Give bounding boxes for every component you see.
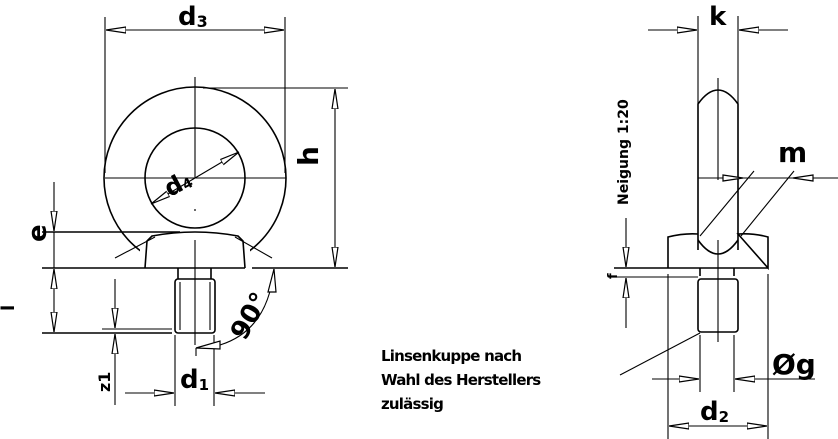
label-k: k <box>709 2 727 32</box>
label-slope: Neigung 1:20 <box>616 99 632 205</box>
label-d4: d4 <box>159 165 196 202</box>
label-d2: d2 <box>700 397 729 427</box>
label-d3: d3 <box>178 2 208 32</box>
collar <box>144 231 246 269</box>
front-view: d3 d4 h e l z1 d1 90° <box>0 2 348 406</box>
manufacturer-note: Linsenkuppe nach Wahl des Herstellers zu… <box>381 344 541 416</box>
side-view: k m Neigung 1:20 f Øg d2 <box>606 2 838 439</box>
note-line: Wahl des Herstellers <box>381 371 541 389</box>
label-l: l <box>0 305 19 311</box>
label-g: Øg <box>772 348 816 381</box>
label-angle: 90° <box>225 287 276 345</box>
label-m: m <box>778 136 807 169</box>
dimension-d4 <box>151 152 239 204</box>
note-leader <box>619 332 701 376</box>
side-collar <box>667 233 769 271</box>
label-d1: d1 <box>180 365 209 395</box>
note-line: Linsenkuppe nach <box>381 347 522 365</box>
label-z1: z1 <box>95 372 114 392</box>
label-f: f <box>606 273 621 279</box>
label-h: h <box>292 146 325 166</box>
note-line: zulässig <box>381 395 444 413</box>
label-e: e <box>23 224 53 242</box>
